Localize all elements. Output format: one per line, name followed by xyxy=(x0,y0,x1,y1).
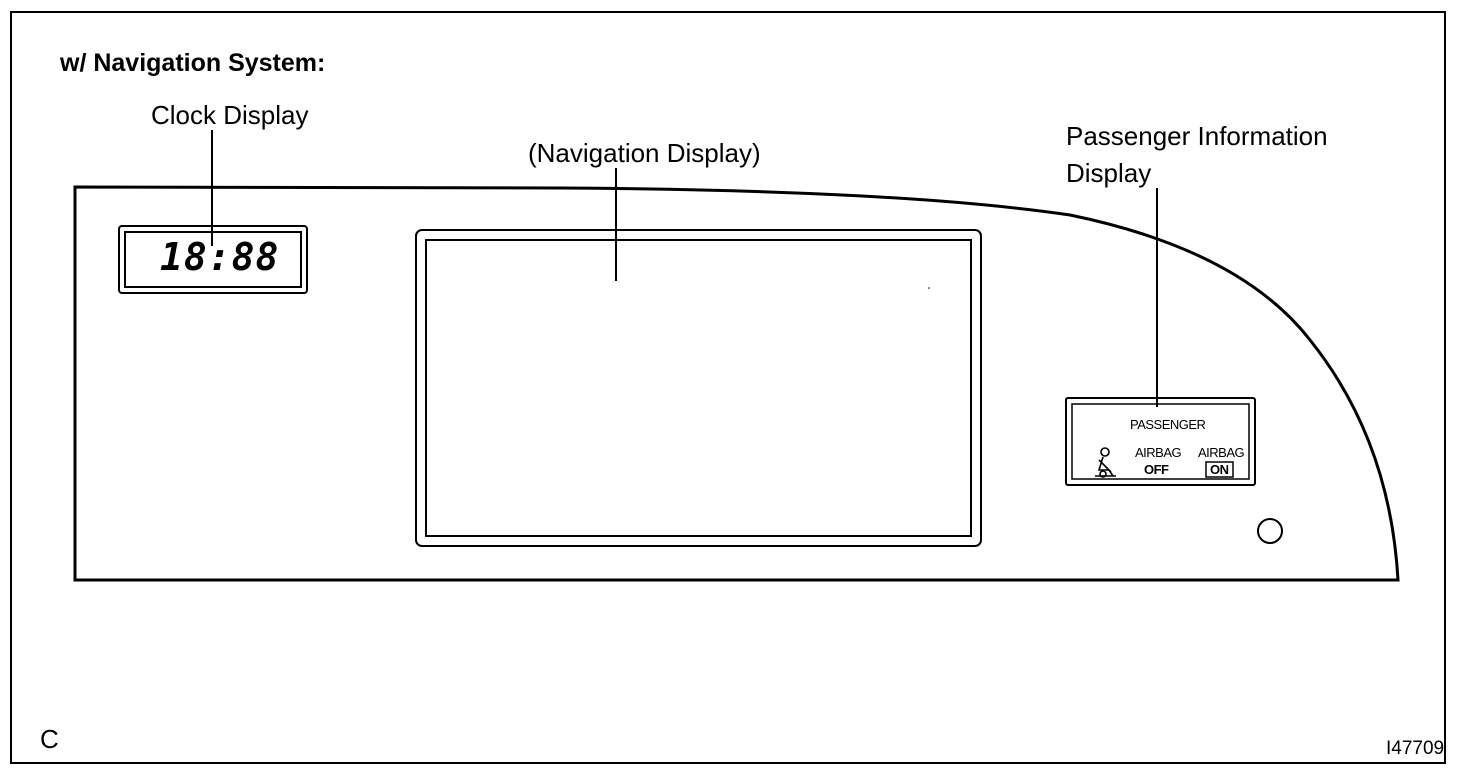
passenger-info-label-line2: Display xyxy=(1066,158,1151,188)
navigation-display-label: (Navigation Display) xyxy=(528,138,761,168)
corner-letter: C xyxy=(40,724,59,754)
passenger-panel-inner xyxy=(1071,403,1250,480)
navigation-display-inner xyxy=(425,239,972,537)
diagram-title: w/ Navigation System: xyxy=(59,49,325,77)
passenger-header: PASSENGER xyxy=(1130,417,1206,432)
figure-id: I47709 xyxy=(1386,738,1444,759)
airbag-on-label: AIRBAG xyxy=(1198,445,1245,460)
panel-knob xyxy=(1257,518,1283,544)
seatbelt-icon xyxy=(1095,447,1116,478)
navigation-display-outer xyxy=(415,229,982,547)
airbag-on-box xyxy=(1205,461,1234,478)
airbag-on-state: ON xyxy=(1210,462,1229,477)
clock-readout: 18:88 xyxy=(160,235,279,279)
passenger-panel-outer xyxy=(1065,397,1256,486)
outer-frame xyxy=(10,11,1446,764)
passenger-info-label-line1: Passenger Information xyxy=(1066,121,1328,151)
navigation-display-dot xyxy=(928,287,930,289)
airbag-off-state: OFF xyxy=(1144,462,1169,477)
clock-display-label: Clock Display xyxy=(151,100,309,130)
navigation-display xyxy=(415,229,982,547)
passenger-information-display: PASSENGER AIRBAG OFF AIRBAG ON xyxy=(1065,397,1256,486)
dashboard-panel xyxy=(73,185,1400,582)
airbag-off-label: AIRBAG xyxy=(1135,445,1182,460)
